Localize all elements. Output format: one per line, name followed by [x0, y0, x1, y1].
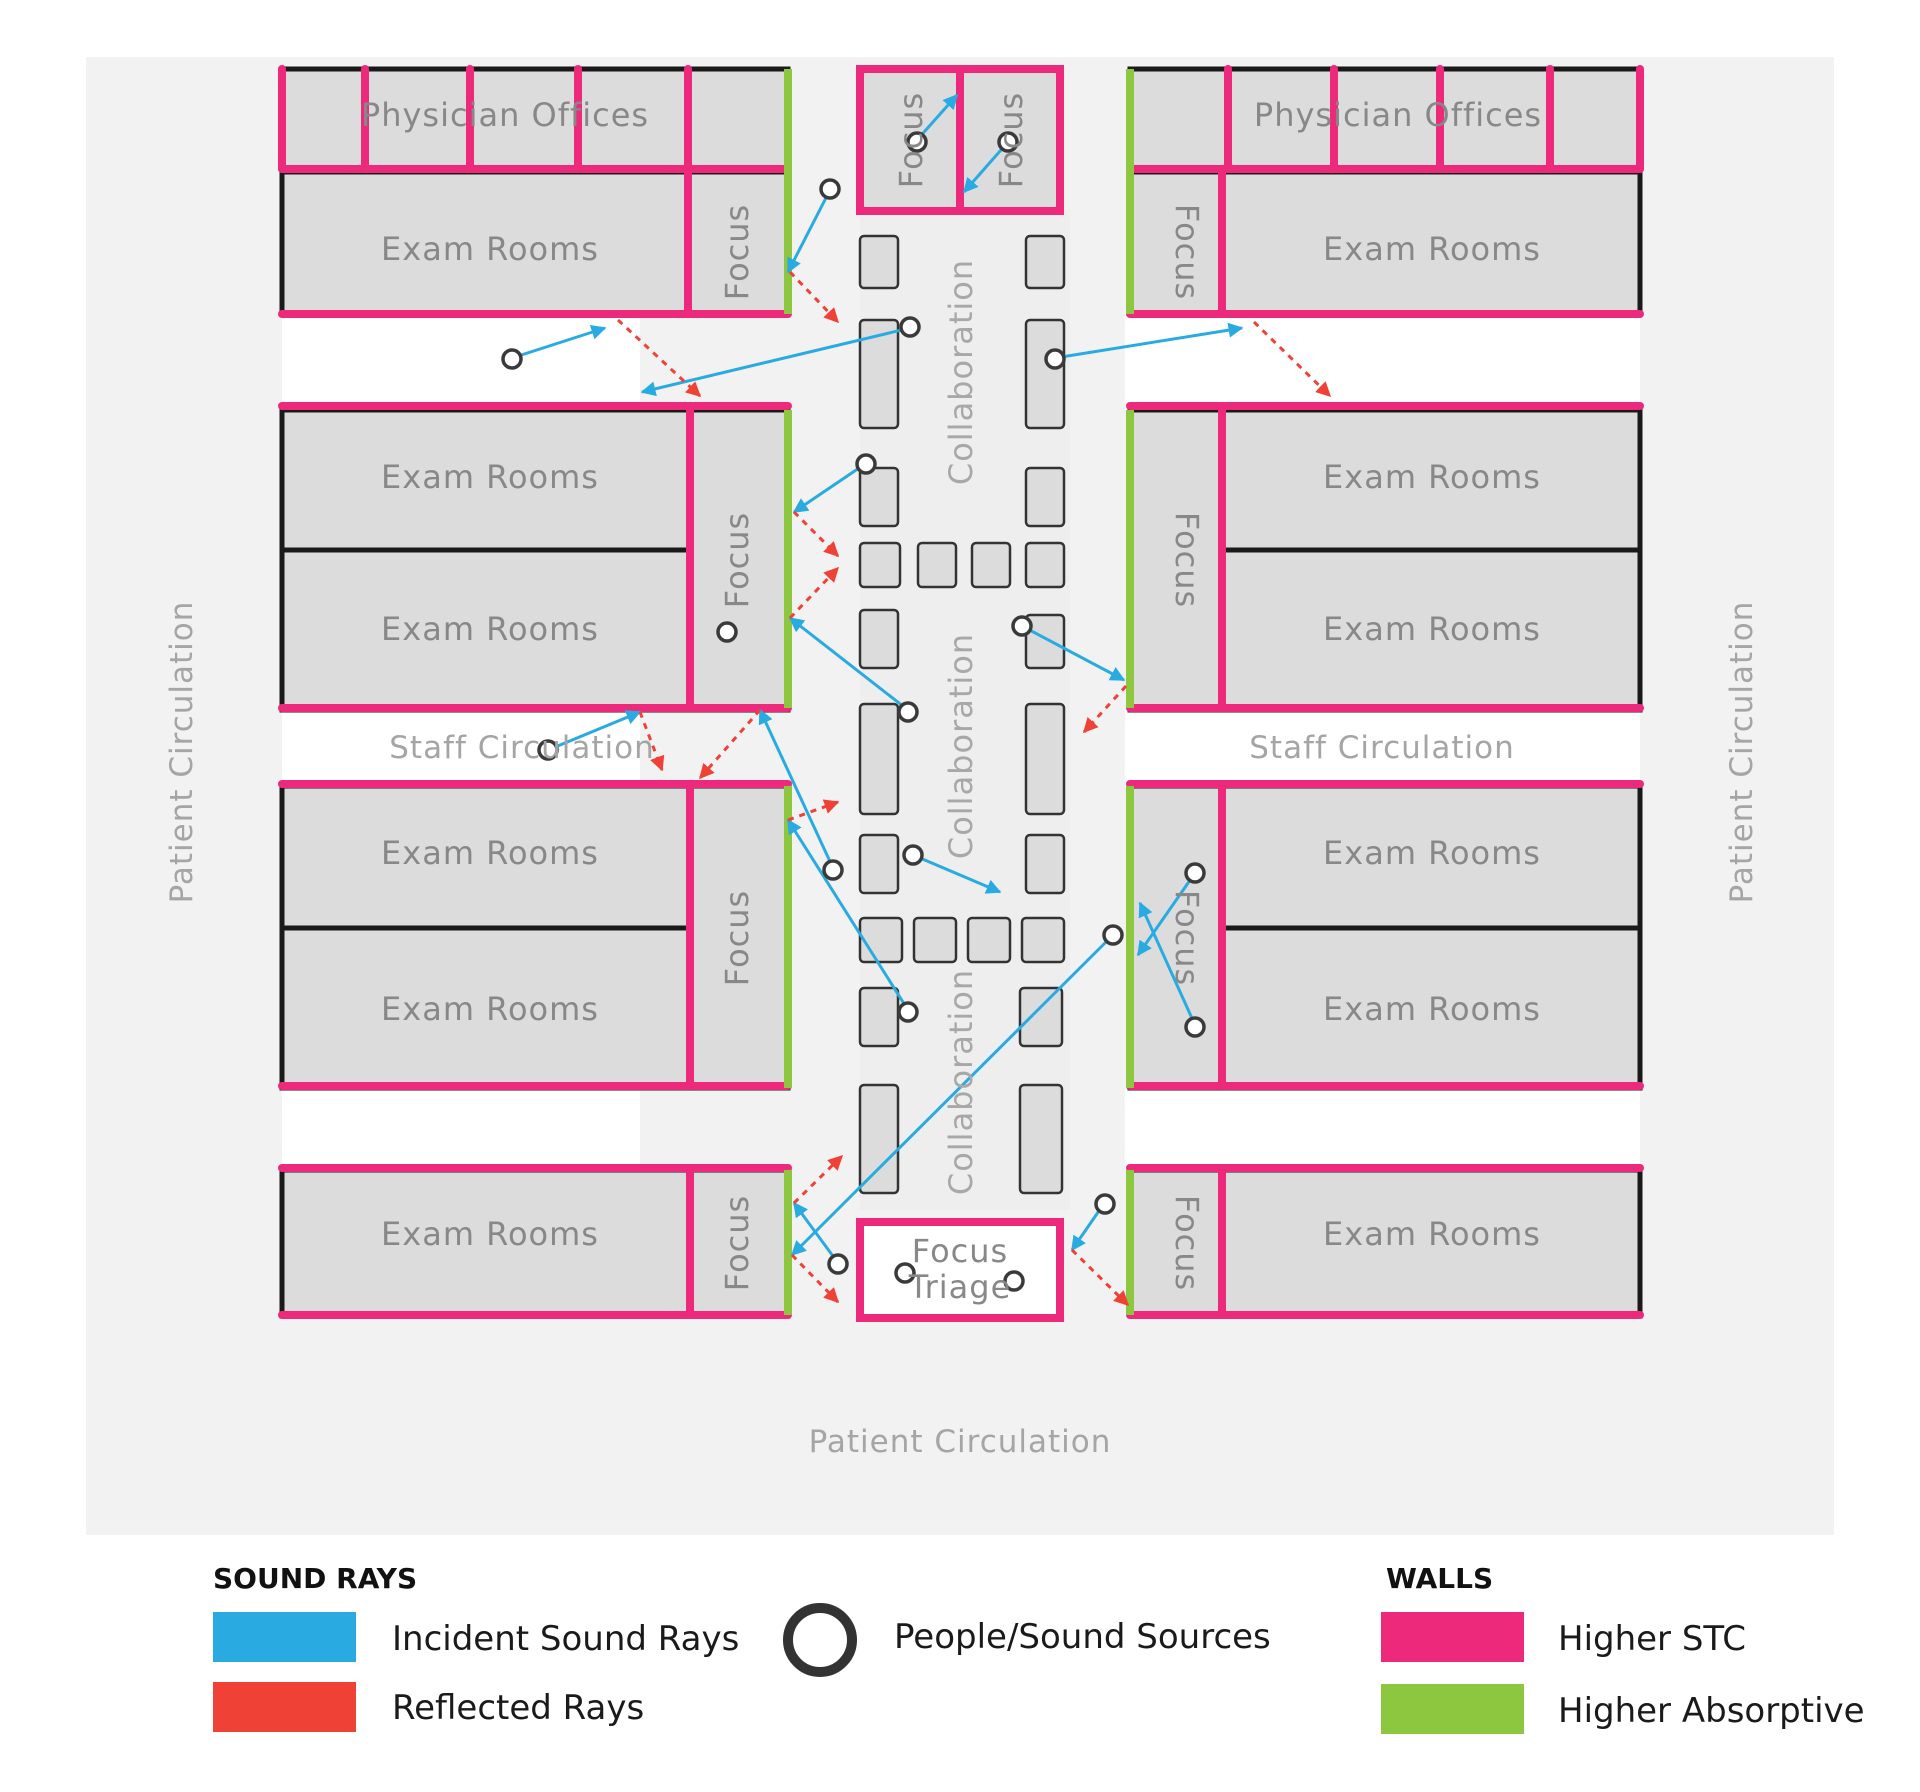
- sound-source: [899, 316, 921, 338]
- label-focus: Focus: [1168, 1195, 1206, 1291]
- label-physician-offices: Physician Offices: [361, 96, 649, 134]
- legend-label-higher-absorptive: Higher Absorptive: [1558, 1691, 1865, 1731]
- corridors: [282, 310, 1640, 1170]
- legend-swatch-incident: [213, 1612, 356, 1662]
- right-exam-block-2: [1127, 407, 1643, 713]
- sound-source: [997, 131, 1019, 153]
- sound-source: [1011, 615, 1033, 637]
- legend-swatch-higher-absorptive: [1381, 1684, 1524, 1734]
- left-exam-block-2: [279, 407, 791, 713]
- reflected-rays: [616, 270, 1332, 1307]
- sound-source: [819, 178, 841, 200]
- sound-source: [1044, 348, 1066, 370]
- label-staff-circulation: Staff Circulation: [1249, 730, 1515, 766]
- legend-swatch-higher-stc: [1381, 1612, 1524, 1662]
- label-focus-triage-line2: Triage: [908, 1268, 1012, 1306]
- label-focus: Focus: [1168, 890, 1206, 986]
- higher-stc-walls: [278, 65, 1644, 1322]
- label-exam-rooms: Exam Rooms: [381, 230, 599, 268]
- furniture: [858, 234, 1066, 1195]
- sound-source: [827, 1253, 849, 1275]
- right-exam-block-3: [1127, 783, 1643, 1091]
- sound-source: [1184, 1016, 1206, 1038]
- sound-source: [894, 1262, 916, 1284]
- sound-source: [855, 453, 877, 475]
- label-exam-rooms: Exam Rooms: [1323, 458, 1541, 496]
- sound-source: [897, 1001, 919, 1023]
- sound-source: [1094, 1193, 1116, 1215]
- label-physician-offices: Physician Offices: [1254, 96, 1542, 134]
- label-focus: Focus: [1168, 512, 1206, 608]
- focus-triage-room: [860, 1222, 1060, 1318]
- legend-label-reflected: Reflected Rays: [392, 1688, 644, 1728]
- label-staff-circulation: Staff Circulation: [389, 730, 655, 766]
- sound-source: [1102, 924, 1124, 946]
- sound-source: [906, 131, 928, 153]
- legend-label-incident: Incident Sound Rays: [392, 1619, 739, 1659]
- label-exam-rooms: Exam Rooms: [1323, 834, 1541, 872]
- label-patient-circulation: Patient Circulation: [164, 601, 200, 904]
- incident-rays: [511, 93, 1244, 1264]
- legend-swatch-reflected: [213, 1682, 356, 1732]
- label-patient-circulation: Patient Circulation: [1724, 601, 1760, 904]
- label-exam-rooms: Exam Rooms: [1323, 990, 1541, 1028]
- legend: SOUND RAYS Incident Sound Rays Reflected…: [213, 1562, 1865, 1734]
- left-exam-block-4: [279, 1167, 791, 1319]
- sound-source: [1003, 1270, 1025, 1292]
- label-focus: Focus: [718, 890, 756, 986]
- center-rooms: [860, 69, 1060, 1318]
- room-labels: Physician Offices Physician Offices Exam…: [164, 92, 1760, 1460]
- legend-label-sources: People/Sound Sources: [894, 1617, 1271, 1657]
- sound-source: [822, 859, 844, 881]
- sound-source: [897, 701, 919, 723]
- label-focus: Focus: [1168, 204, 1206, 300]
- sound-source: [537, 739, 559, 761]
- sound-sources: [501, 131, 1206, 1292]
- left-exam-block-3: [279, 783, 791, 1091]
- label-focus-triage-line1: Focus: [912, 1232, 1008, 1270]
- legend-heading-walls: WALLS: [1386, 1562, 1493, 1595]
- label-collaboration: Collaboration: [942, 259, 980, 485]
- label-focus: Focus: [718, 204, 756, 300]
- label-focus: Focus: [892, 92, 930, 188]
- label-exam-rooms: Exam Rooms: [381, 610, 599, 648]
- label-focus: Focus: [718, 512, 756, 608]
- label-exam-rooms: Exam Rooms: [1323, 610, 1541, 648]
- label-exam-rooms: Exam Rooms: [381, 1215, 599, 1253]
- label-exam-rooms: Exam Rooms: [381, 990, 599, 1028]
- legend-heading-sound-rays: SOUND RAYS: [213, 1562, 417, 1595]
- label-patient-circulation: Patient Circulation: [809, 1424, 1112, 1460]
- sound-source: [1184, 862, 1206, 884]
- label-exam-rooms: Exam Rooms: [1323, 1215, 1541, 1253]
- sound-source: [902, 844, 924, 866]
- right-exam-block-1: [1127, 169, 1643, 317]
- label-exam-rooms: Exam Rooms: [381, 458, 599, 496]
- legend-source-icon: [783, 1603, 857, 1677]
- label-exam-rooms: Exam Rooms: [381, 834, 599, 872]
- legend-label-higher-stc: Higher STC: [1558, 1619, 1746, 1659]
- higher-absorptive-walls: [784, 69, 1134, 1315]
- label-focus: Focus: [992, 92, 1030, 188]
- sound-source: [716, 621, 738, 643]
- sound-source: [501, 348, 523, 370]
- label-focus: Focus: [718, 1195, 756, 1291]
- label-collaboration: Collaboration: [942, 633, 980, 859]
- label-exam-rooms: Exam Rooms: [1323, 230, 1541, 268]
- label-collaboration: Collaboration: [942, 969, 980, 1195]
